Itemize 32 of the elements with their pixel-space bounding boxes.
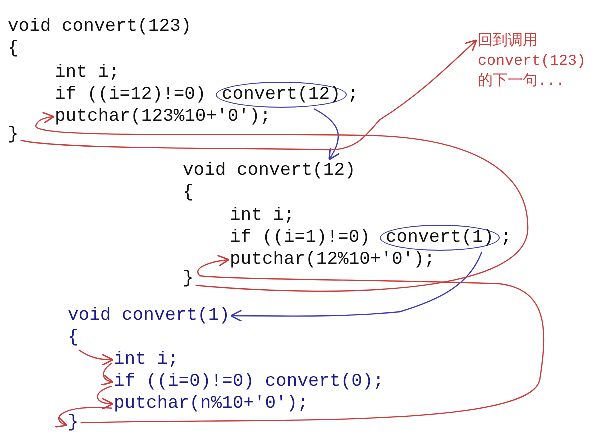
function-header: void convert(1) (68, 305, 230, 327)
code-line: int i; (230, 205, 295, 227)
arrow (314, 108, 340, 161)
opening-brace: { (8, 38, 19, 60)
code-line: int i; (114, 349, 179, 371)
arrow (20, 40, 478, 151)
code-line: if ((i=1)!=0) (230, 227, 370, 249)
code-line: putchar(12%10+'0'); (230, 249, 436, 271)
code-line: int i; (55, 62, 120, 84)
opening-brace: { (183, 182, 194, 204)
semicolon: ; (501, 227, 512, 249)
code-line: if ((i=0)!=0) convert(0); (114, 371, 384, 393)
arrow (100, 362, 114, 386)
closing-brace: } (183, 268, 194, 290)
note-text: 回到调用convert(123)的下一句... (478, 32, 596, 92)
arrow (230, 252, 483, 322)
arrow (54, 407, 112, 427)
code-line: if ((i=12)!=0) (55, 84, 206, 106)
code-line: putchar(n%10+'0'); (114, 393, 308, 415)
arrow (80, 255, 544, 424)
arrow (97, 386, 114, 410)
closing-brace: } (8, 124, 19, 146)
function-call: convert(1) (380, 225, 500, 251)
semicolon: ; (348, 84, 359, 106)
code-line: putchar(123%10+'0'); (55, 106, 272, 128)
arrow (35, 112, 529, 292)
opening-brace: { (68, 327, 79, 349)
arrow (78, 350, 114, 366)
function-header: void convert(123) (8, 16, 192, 38)
closing-brace: } (68, 412, 79, 434)
function-header: void convert(12) (183, 160, 356, 182)
function-call: convert(12) (216, 82, 347, 108)
